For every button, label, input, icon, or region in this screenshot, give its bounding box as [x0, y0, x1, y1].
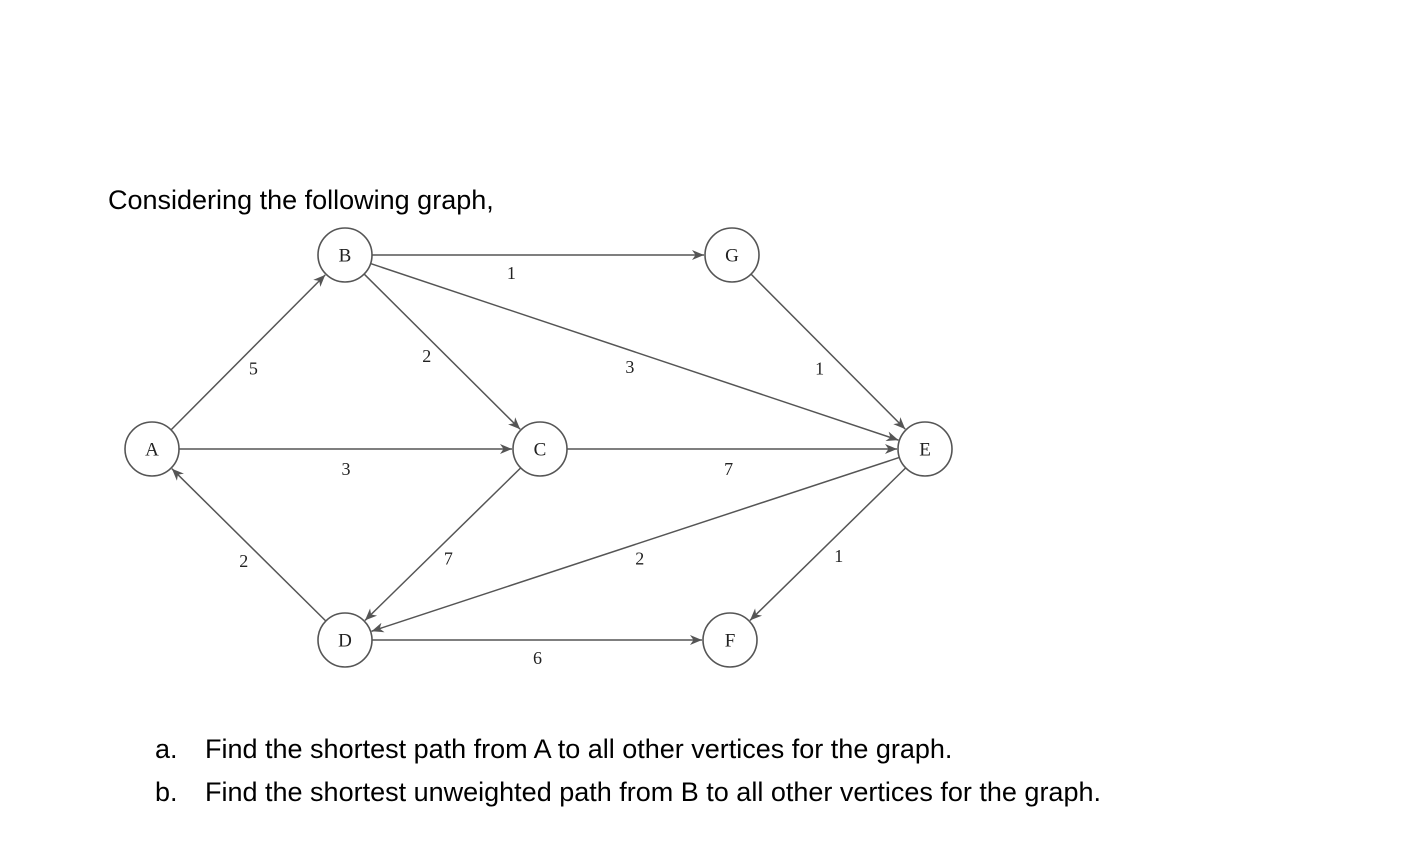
question-b-text: Find the shortest unweighted path from B…: [205, 777, 1101, 807]
edge-a-b: [170, 274, 326, 431]
edge-d-a: [171, 468, 327, 622]
node-g-circle: [704, 227, 760, 283]
question-list: a. Find the shortest path from A to all …: [155, 728, 1101, 814]
node-b-label: B: [339, 246, 352, 267]
edge-weight-b-g: 1: [507, 263, 516, 283]
edge-weight-d-a: 2: [239, 551, 248, 571]
edge-c-d: [364, 467, 522, 621]
edge-weight-b-e: 3: [625, 357, 634, 377]
edge-weight-a-c: 3: [342, 459, 351, 479]
node-e: E: [897, 421, 953, 477]
edge-weight-e-d: 2: [635, 549, 644, 569]
graph-edges: [170, 250, 907, 645]
node-c-circle: [512, 421, 568, 477]
edge-b-e: [370, 262, 899, 442]
node-b-circle: [317, 227, 373, 283]
node-e-circle: [897, 421, 953, 477]
graph-nodes: A B C D E F G: [124, 227, 953, 668]
edge-e-f: [749, 467, 907, 621]
edge-weight-d-f: 6: [533, 648, 542, 668]
node-d: D: [317, 612, 373, 668]
node-a-label: A: [145, 440, 159, 461]
node-a-circle: [124, 421, 180, 477]
node-c: C: [512, 421, 568, 477]
node-f-circle: [702, 612, 758, 668]
edge-weight-b-c: 2: [422, 346, 431, 366]
edge-g-e: [750, 273, 906, 430]
question-a-marker: a.: [155, 734, 178, 764]
node-e-label: E: [919, 440, 931, 461]
node-f-label: F: [725, 631, 736, 652]
node-f: F: [702, 612, 758, 668]
question-a: a. Find the shortest path from A to all …: [155, 728, 1101, 771]
node-g: G: [704, 227, 760, 283]
edge-weight-c-d: 7: [444, 548, 453, 568]
edge-b-c: [363, 273, 521, 430]
edge-weight-c-e: 7: [724, 459, 733, 479]
node-d-label: D: [338, 631, 352, 652]
question-a-text: Find the shortest path from A to all oth…: [205, 734, 953, 764]
edge-weight-a-b: 5: [249, 358, 258, 378]
graph-edge-weights: 5 3 2 1 3 1 7 7 2 2 1 6: [239, 263, 843, 668]
question-b: b. Find the shortest unweighted path fro…: [155, 771, 1101, 814]
node-c-label: C: [534, 440, 547, 461]
edge-e-d: [371, 456, 900, 633]
node-g-label: G: [725, 246, 739, 267]
node-b: B: [317, 227, 373, 283]
intro-text: Considering the following graph,: [108, 185, 494, 215]
edge-weight-g-e: 1: [815, 359, 824, 379]
edge-weight-e-f: 1: [834, 546, 843, 566]
node-d-circle: [317, 612, 373, 668]
node-a: A: [124, 421, 180, 477]
question-b-marker: b.: [155, 777, 178, 807]
